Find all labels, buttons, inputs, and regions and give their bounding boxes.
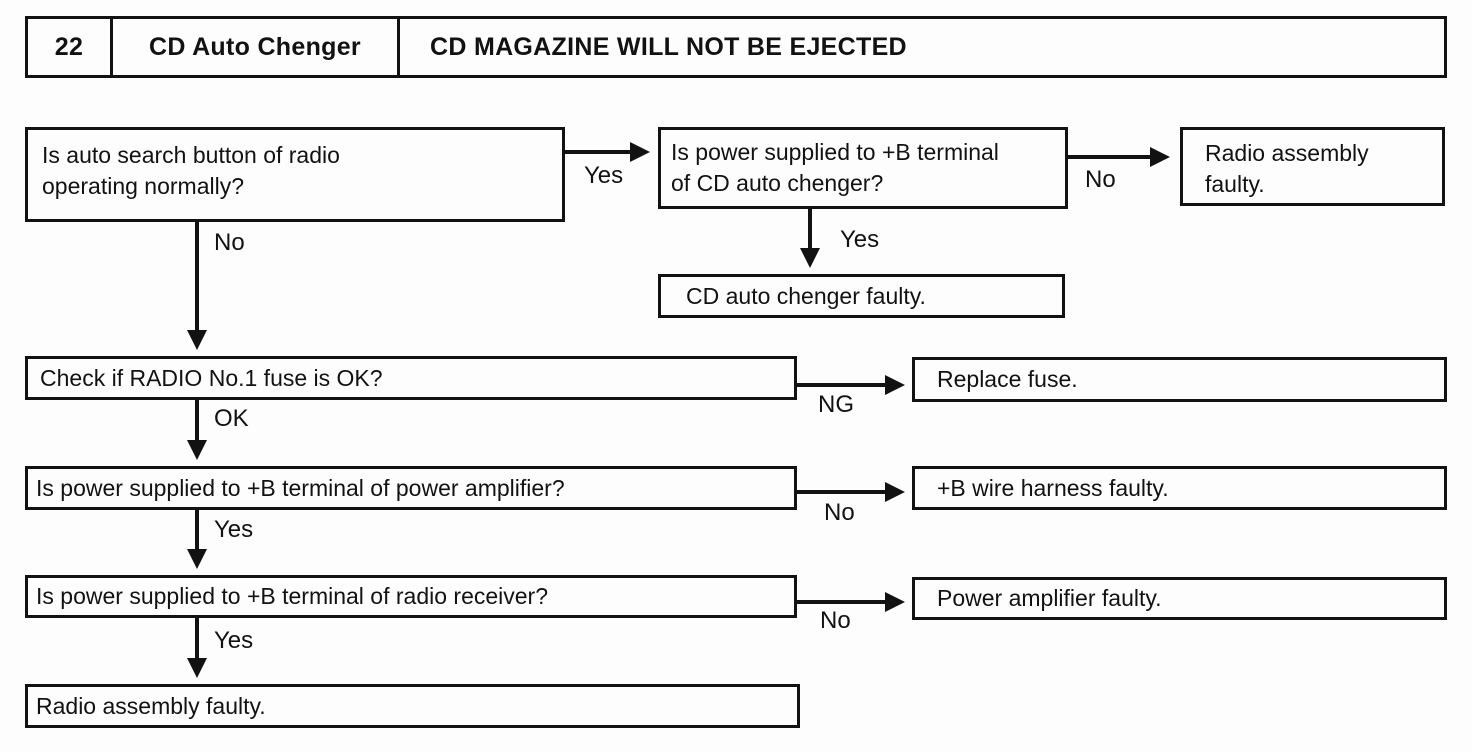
- node-text: Replace fuse.: [937, 366, 1078, 392]
- node-result-cd-changer-faulty: CD auto chenger faulty.: [658, 274, 1065, 318]
- section-number: 22: [28, 19, 113, 75]
- edge-label-yes: Yes: [214, 627, 254, 654]
- edge-label-no: No: [820, 607, 851, 634]
- node-question-power-amplifier: Is power supplied to +B terminal of powe…: [25, 466, 797, 510]
- symptom-title: CD MAGAZINE WILL NOT BE EJECTED: [430, 32, 907, 61]
- node-question-radio-receiver: Is power supplied to +B terminal of radi…: [25, 575, 797, 618]
- node-question-fuse-check: Check if RADIO No.1 fuse is OK?: [25, 356, 797, 400]
- node-result-power-amplifier-faulty: Power amplifier faulty.: [912, 577, 1447, 620]
- node-result-radio-assembly-faulty-top: Radio assembly faulty.: [1180, 127, 1445, 206]
- node-result-radio-assembly-faulty-bottom: Radio assembly faulty.: [25, 684, 800, 728]
- component-name: CD Auto Chenger: [113, 19, 400, 75]
- node-text: Is power supplied to +B terminal of powe…: [36, 474, 565, 501]
- node-question-power-cd-changer: Is power supplied to +B terminal of CD a…: [658, 127, 1068, 209]
- edge-label-no: No: [214, 229, 245, 256]
- edge-label-no: No: [824, 499, 855, 526]
- node-text: Check if RADIO No.1 fuse is OK?: [40, 364, 383, 391]
- edge-label-yes: Yes: [584, 162, 624, 189]
- node-text: Radio assembly faulty.: [36, 692, 266, 719]
- edge-label-ng: NG: [818, 391, 854, 418]
- node-text: Is power supplied to +B terminal of radi…: [36, 583, 549, 609]
- node-text: Power amplifier faulty.: [937, 585, 1162, 611]
- node-text: +B wire harness faulty.: [937, 474, 1169, 501]
- edge-label-ok: OK: [214, 405, 249, 432]
- node-text: Radio assembly faulty.: [1205, 140, 1369, 197]
- node-text: Is auto search button of radio operating…: [42, 142, 340, 199]
- edge-label-yes: Yes: [214, 516, 254, 543]
- node-result-replace-fuse: Replace fuse.: [912, 357, 1447, 402]
- title-bar: 22 CD Auto Chenger CD MAGAZINE WILL NOT …: [25, 16, 1447, 78]
- node-question-auto-search: Is auto search button of radio operating…: [25, 127, 565, 222]
- node-text: CD auto chenger faulty.: [686, 282, 926, 309]
- edge-label-no: No: [1085, 166, 1116, 193]
- node-text: Is power supplied to +B terminal of CD a…: [671, 139, 999, 196]
- edge-label-yes: Yes: [840, 226, 880, 253]
- node-result-wire-harness-faulty: +B wire harness faulty.: [912, 466, 1447, 510]
